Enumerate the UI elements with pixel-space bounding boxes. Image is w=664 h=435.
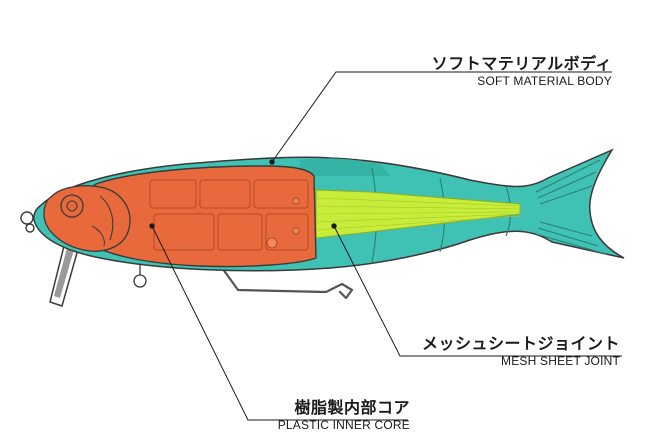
head-detail (43, 185, 131, 252)
line-tie (20, 211, 35, 233)
hook-hanger (133, 262, 147, 288)
rear-wire-frame (218, 263, 354, 300)
soft-body-label-en: SOFT MATERIAL BODY (477, 74, 612, 88)
leader-inner-core (151, 225, 408, 421)
inner-core-label-en: PLASTIC INNER CORE (277, 418, 410, 432)
callout-plastic-inner-core: 樹脂製内部コア PLASTIC INNER CORE (200, 398, 410, 433)
inner-core-label-jp: 樹脂製内部コア (294, 398, 410, 417)
leader-lines (149, 71, 622, 421)
tail-fin-rays (535, 159, 607, 255)
leader-soft-body (271, 71, 612, 163)
soft-body-label-jp: ソフトマテリアルボディ (431, 54, 612, 73)
mesh-joint-label-en: MESH SHEET JOINT (501, 354, 620, 368)
plastic-inner-core (75, 165, 317, 268)
eye-icon (60, 194, 84, 218)
leader-mesh-joint (333, 225, 622, 357)
callout-mesh-sheet-joint: メッシュシートジョイント MESH SHEET JOINT (380, 334, 620, 369)
mesh-joint-label-jp: メッシュシートジョイント (421, 334, 620, 353)
callout-soft-material-body: ソフトマテリアルボディ SOFT MATERIAL BODY (380, 54, 612, 89)
